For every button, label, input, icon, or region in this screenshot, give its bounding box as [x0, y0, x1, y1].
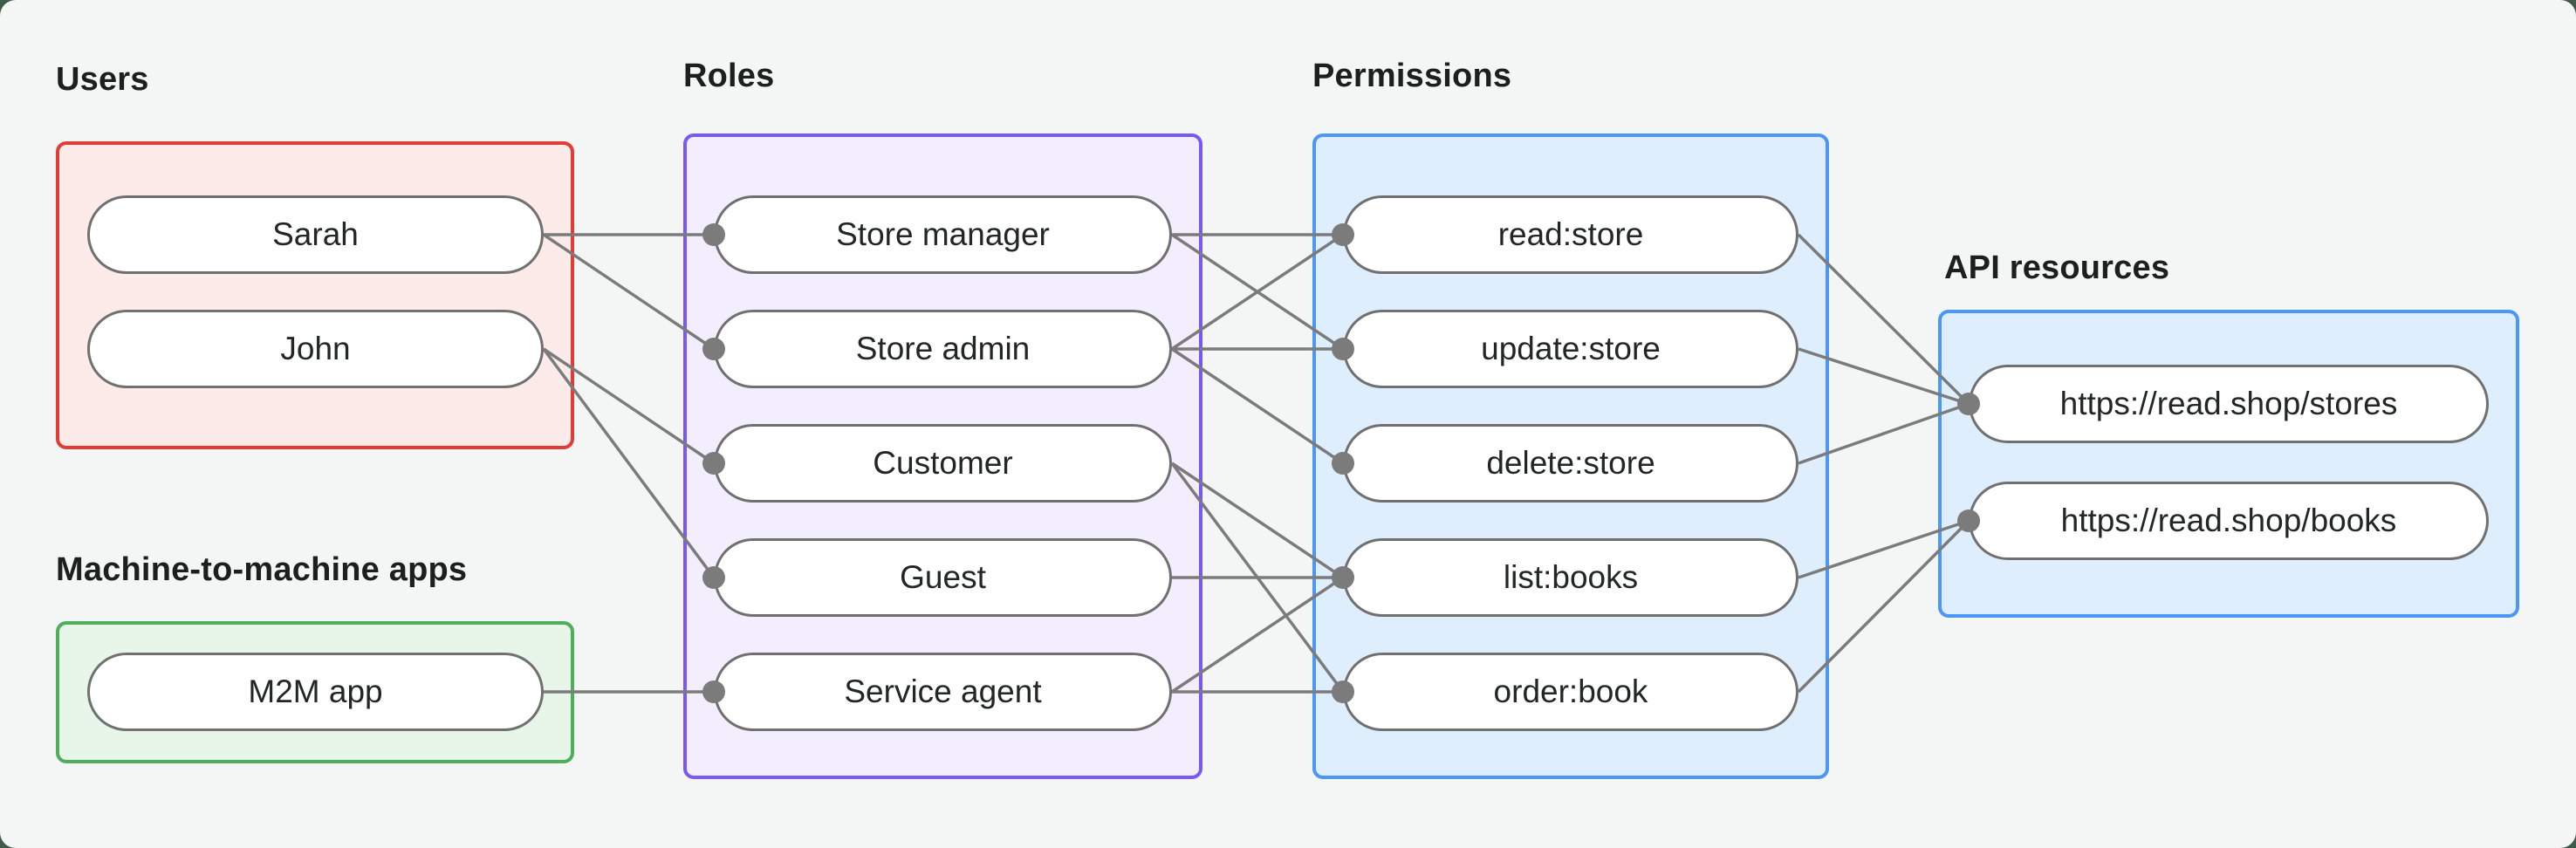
node-read-store: read:store [1343, 195, 1798, 274]
node-sarah: Sarah [87, 195, 544, 274]
node-update-store: update:store [1343, 310, 1798, 388]
node-delete-store: delete:store [1343, 424, 1798, 503]
api-resources-box [1938, 310, 2519, 618]
node-books: https://read.shop/books [1969, 482, 2489, 560]
users-label: Users [56, 61, 149, 98]
node-store-manager: Store manager [714, 195, 1172, 274]
permissions-label: Permissions [1312, 58, 1512, 94]
node-stores: https://read.shop/stores [1969, 365, 2489, 443]
node-customer: Customer [714, 424, 1172, 503]
node-m2m-app: M2M app [87, 653, 544, 731]
api-resources-label: API resources [1944, 250, 2170, 286]
node-guest: Guest [714, 538, 1172, 617]
node-john: John [87, 310, 544, 388]
node-store-admin: Store admin [714, 310, 1172, 388]
roles-label: Roles [683, 58, 775, 94]
node-order-book: order:book [1343, 653, 1798, 731]
machine-to-machine-label: Machine-to-machine apps [56, 551, 468, 588]
node-service-agent: Service agent [714, 653, 1172, 731]
users-box [56, 141, 574, 449]
node-list-books: list:books [1343, 538, 1798, 617]
